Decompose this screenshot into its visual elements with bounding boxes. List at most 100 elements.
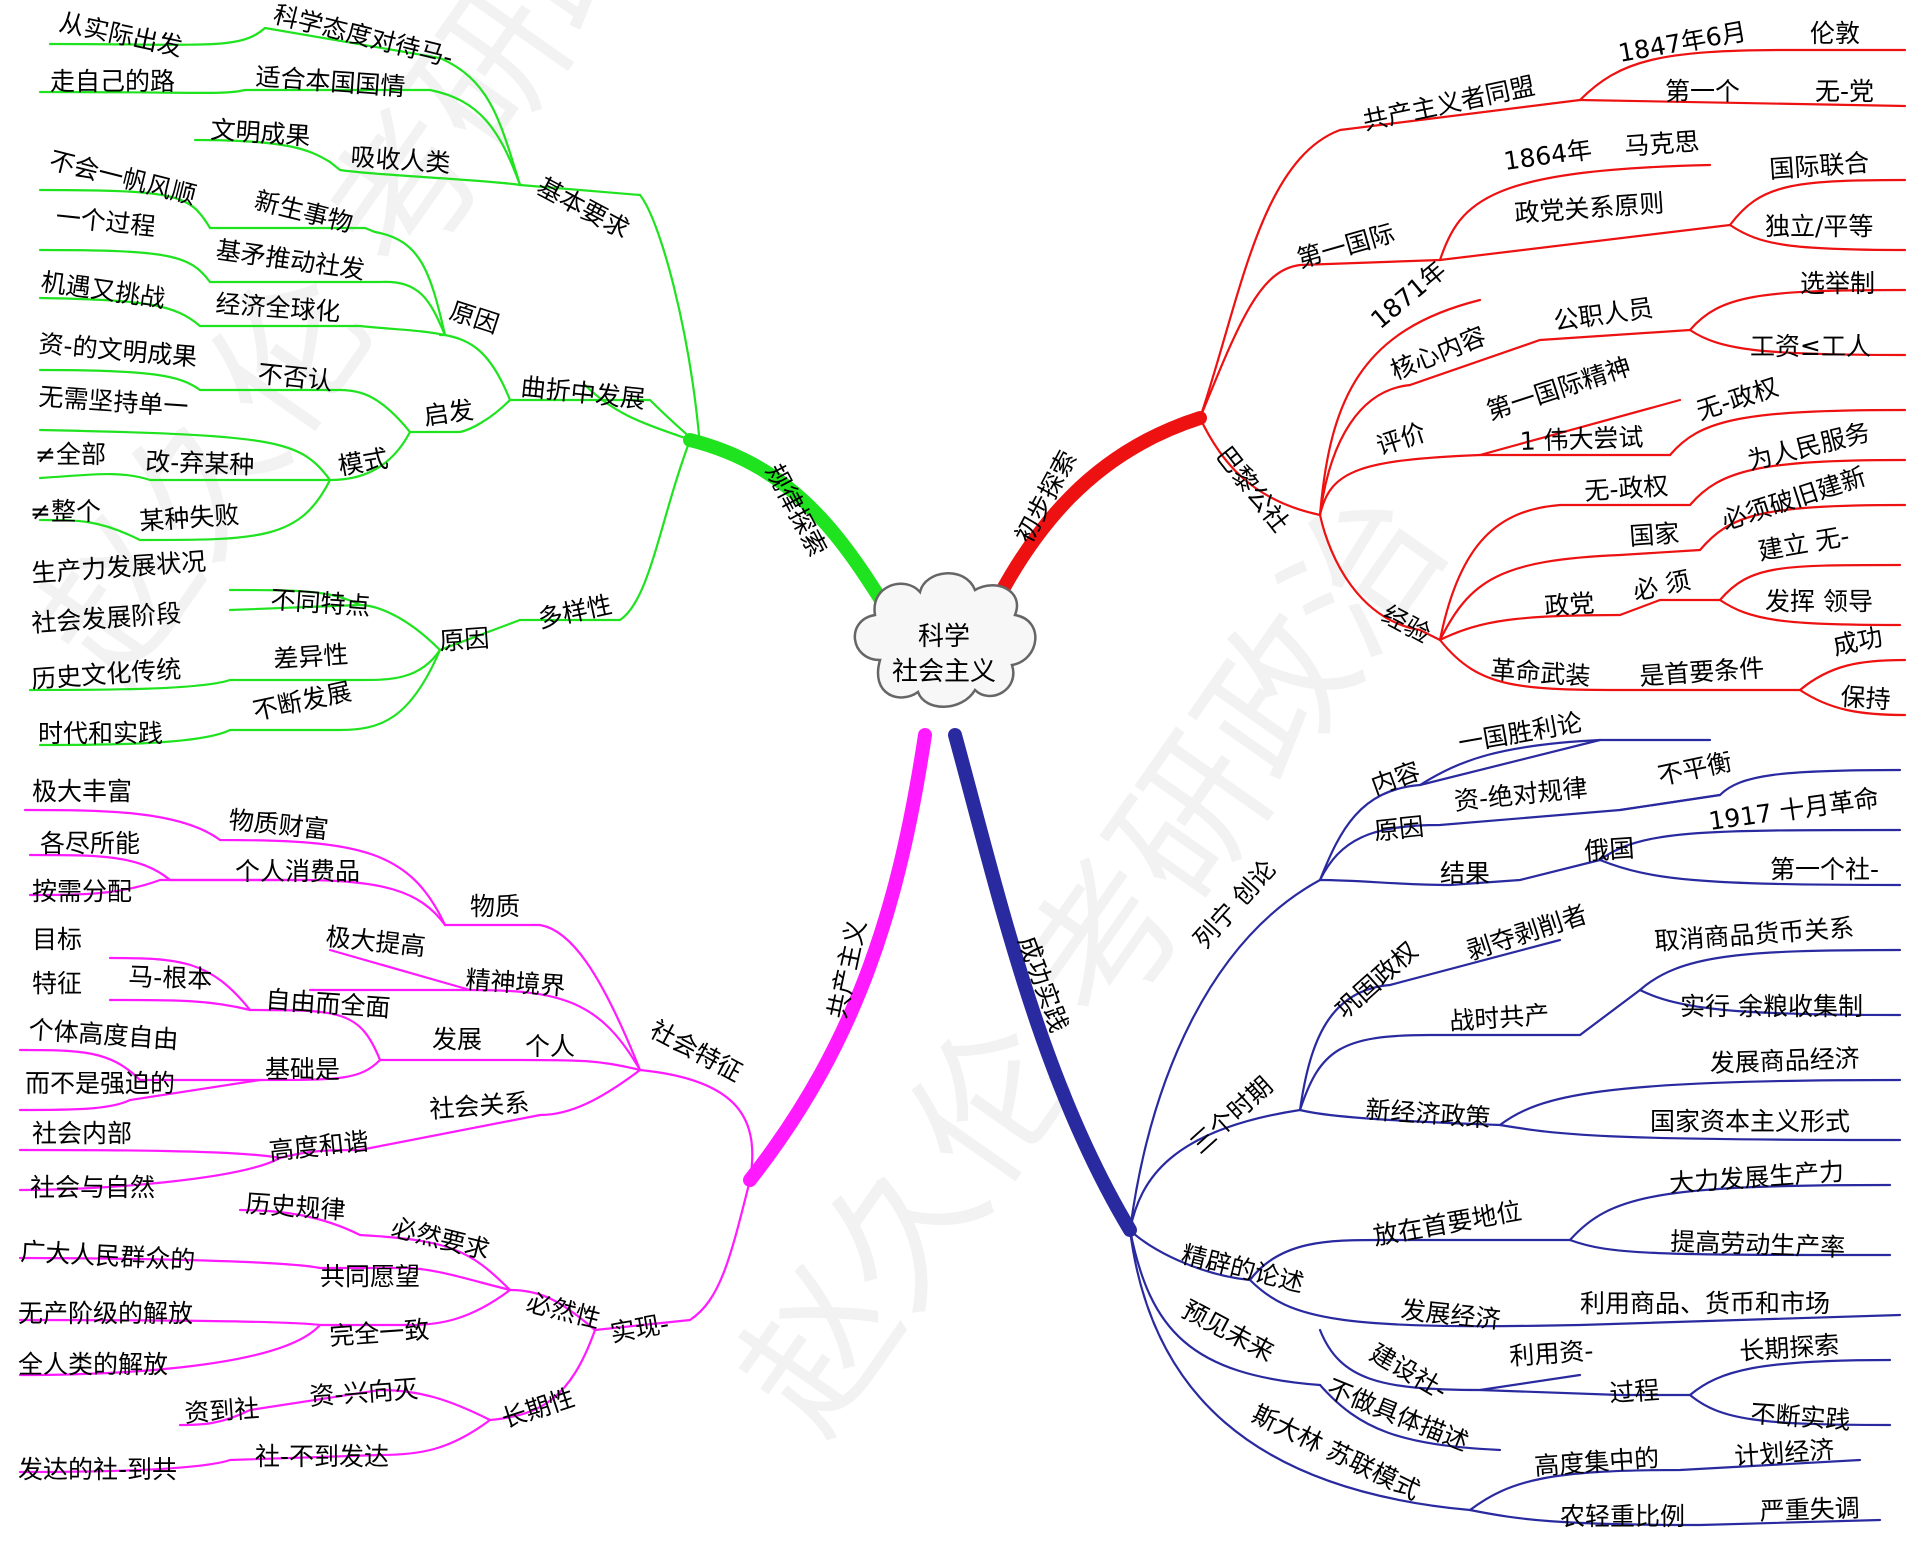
node-wuzhi[interactable]: 物质	[470, 892, 520, 921]
node-anxu-fenpei[interactable]: 按需分配	[32, 877, 132, 906]
node-yuliang[interactable]: 实行 余粮收集制	[1680, 992, 1863, 1021]
node-shehui-tezheng[interactable]: 社会特征	[645, 1015, 747, 1088]
node-chayixing[interactable]: 差异性	[272, 640, 349, 674]
node-diyi-guoji-jingshen[interactable]: 第一国际精神	[1483, 352, 1635, 426]
node-1864[interactable]: 1864年	[1502, 135, 1594, 176]
node-geming-wuzhuang[interactable]: 革命武装	[1490, 655, 1592, 691]
node-zhanshi-gongchan[interactable]: 战时共产	[1448, 1000, 1550, 1036]
node-ma-genben[interactable]: 马-根本	[128, 962, 213, 994]
node-chenggong[interactable]: 成功	[1830, 622, 1885, 661]
node-zi-xingxiangmie[interactable]: 资-兴向灭	[308, 1374, 419, 1411]
node-geren-xiaofeipin[interactable]: 个人消费品	[235, 857, 360, 886]
node-buduan-fazhan[interactable]: 不断发展	[250, 677, 354, 726]
node-butong-tedian[interactable]: 不同特点	[270, 585, 372, 621]
node-boduo[interactable]: 剥夺剥削者	[1463, 899, 1591, 965]
node-mouzhong-shibai[interactable]: 某种失败	[138, 500, 240, 536]
node-changqi-tansuo[interactable]: 长期探索	[1738, 1330, 1840, 1366]
node-yuanyin-2[interactable]: 原因	[438, 624, 490, 656]
node-buneq-quanbu[interactable]: ≠全部	[35, 440, 106, 469]
node-jida-fengfu[interactable]: 极大丰富	[32, 777, 132, 806]
node-guoji-lianhe[interactable]: 国际联合	[1768, 148, 1870, 184]
node-shehui-neibu[interactable]: 社会内部	[32, 1119, 132, 1148]
node-bushi-qiangpo[interactable]: 而不是强迫的	[25, 1069, 175, 1098]
node-shehui-ziran[interactable]: 社会与自然	[30, 1173, 155, 1202]
node-geren[interactable]: 个人	[525, 1032, 575, 1061]
node-tezheng[interactable]: 特征	[32, 969, 82, 998]
node-jida-tigao[interactable]: 极大提高	[324, 922, 426, 961]
node-moshi[interactable]: 模式	[336, 444, 390, 481]
node-yujian-weilai[interactable]: 预见未来	[1177, 1295, 1279, 1368]
node-liyong-shangpin[interactable]: 利用商品、货币和市场	[1580, 1289, 1830, 1318]
node-baochi[interactable]: 保持	[1840, 682, 1892, 714]
node-gaodu-hexie[interactable]: 高度和谐	[268, 1127, 370, 1166]
node-gongzhi-renyuan[interactable]: 公职人员	[1552, 293, 1655, 336]
node-quan-renlei[interactable]: 全人类的解放	[18, 1350, 168, 1379]
node-buneq-zhengge[interactable]: ≠整个	[30, 497, 101, 526]
node-eguo[interactable]: 俄国	[1583, 834, 1635, 866]
node-guojia-ziben[interactable]: 国家资本主义形式	[1650, 1107, 1850, 1136]
central-cloud-node[interactable]: 科学 社会主义	[853, 572, 1037, 708]
node-dali-fazhan[interactable]: 大力发展生产力	[1668, 1157, 1845, 1198]
node-yuanyin-1[interactable]: 原因	[446, 296, 503, 339]
node-duli-pingdeng[interactable]: 独立/平等	[1765, 212, 1873, 241]
node-changqixing[interactable]: 长期性	[498, 1383, 578, 1434]
node-gaodu-jizhong[interactable]: 高度集中的	[1533, 1443, 1660, 1481]
node-xishou-renlei[interactable]: 吸收人类	[350, 142, 452, 178]
node-biran-yaoqiu[interactable]: 必然要求	[389, 1213, 493, 1265]
node-qifa[interactable]: 启发	[422, 395, 476, 431]
node-1917[interactable]: 1917 十月革命	[1707, 783, 1881, 836]
node-fazhan-jingji[interactable]: 发展经济	[1399, 1295, 1501, 1334]
node-shidai-shijian[interactable]: 时代和实践	[38, 719, 163, 748]
node-xin-jingji[interactable]: 新经济政策	[1365, 1095, 1492, 1133]
node-diyi-guoji[interactable]: 第一国际	[1294, 218, 1398, 273]
node-makesi[interactable]: 马克思	[1623, 127, 1700, 161]
node-jingpi-lunshu[interactable]: 精辟的论述	[1179, 1240, 1307, 1298]
node-bu-yifan[interactable]: 不会一帆风顺	[47, 146, 200, 210]
node-fada-she[interactable]: 发达的社-到共	[18, 1455, 177, 1484]
node-bali-gongshe[interactable]: 巴黎公社	[1210, 441, 1294, 538]
node-zi-dao-she[interactable]: 资到社	[183, 1394, 260, 1428]
node-pingjia[interactable]: 评价	[1373, 418, 1430, 461]
node-gai-qi[interactable]: 改-弃某种	[145, 447, 255, 480]
node-guojia[interactable]: 国家	[1628, 519, 1680, 551]
node-jiben-yaoqiu[interactable]: 基本要求	[532, 172, 634, 245]
node-shouyao-diwei[interactable]: 放在首要地位	[1371, 1196, 1524, 1251]
node-lishi-guilv[interactable]: 历史规律	[245, 1189, 347, 1225]
node-neirong[interactable]: 内容	[1367, 756, 1424, 800]
node-yige-guocheng[interactable]: 一个过程	[54, 202, 156, 241]
node-tigao-laodong[interactable]: 提高劳动生产率	[1670, 1227, 1846, 1262]
node-yanzhong-shitiao[interactable]: 严重失调	[1759, 1494, 1860, 1526]
node-guocheng[interactable]: 过程	[1608, 1376, 1660, 1408]
node-jieguo[interactable]: 结果	[1440, 859, 1490, 888]
node-1871[interactable]: 1871年	[1365, 255, 1452, 334]
node-yuanyin-3[interactable]: 原因	[1373, 812, 1426, 846]
node-sange-shiqi[interactable]: 三个时期	[1185, 1071, 1279, 1159]
node-jianli-wu[interactable]: 建立 无-	[1756, 521, 1852, 566]
node-wenming-chengguo[interactable]: 文明成果	[210, 115, 312, 151]
node-gejin-suoneng[interactable]: 各尽所能	[40, 829, 140, 858]
node-bu-pingheng[interactable]: 不平衡	[1655, 747, 1734, 791]
node-biranxing[interactable]: 必然性	[524, 1288, 604, 1334]
node-mubiao[interactable]: 目标	[32, 925, 82, 954]
node-jingshen-jingjie[interactable]: 精神境界	[465, 965, 567, 1001]
node-xuanjuzhi[interactable]: 选举制	[1800, 269, 1875, 298]
node-diyige-she[interactable]: 第一个社-	[1770, 855, 1879, 884]
node-buduan-shijian[interactable]: 不断实践	[1750, 1399, 1852, 1435]
node-shehui-guanxi[interactable]: 社会关系	[428, 1088, 530, 1124]
node-1847[interactable]: 1847年6月	[1616, 17, 1749, 68]
node-liyong-zi[interactable]: 利用资-	[1508, 1336, 1594, 1371]
node-gongzi[interactable]: 工资≤工人	[1750, 332, 1871, 361]
node-lundun[interactable]: 伦敦	[1810, 19, 1860, 48]
node-gongchan-tongmeng[interactable]: 共产主义者同盟	[1360, 71, 1537, 136]
node-shouyao-tiaojian[interactable]: 是首要条件	[1638, 653, 1765, 691]
node-wuzhi-caifu[interactable]: 物质财富	[227, 805, 329, 844]
node-nongqingzhong[interactable]: 农轻重比例	[1560, 1502, 1685, 1531]
node-zi-wenming[interactable]: 资-的文明成果	[37, 329, 198, 372]
node-cong-shiji[interactable]: 从实际出发	[57, 8, 185, 62]
node-duoyangxing[interactable]: 多样性	[535, 590, 614, 634]
node-weida-changshi[interactable]: 1 伟大尝试	[1519, 423, 1644, 456]
node-wu-zhengquan-1[interactable]: 无-政权	[1693, 372, 1782, 426]
node-jiyu-tiaozhan[interactable]: 机遇又挑战	[39, 267, 167, 313]
node-shihe-guoqing[interactable]: 适合本国国情	[255, 62, 407, 101]
node-wu-dang[interactable]: 无-党	[1815, 77, 1874, 106]
